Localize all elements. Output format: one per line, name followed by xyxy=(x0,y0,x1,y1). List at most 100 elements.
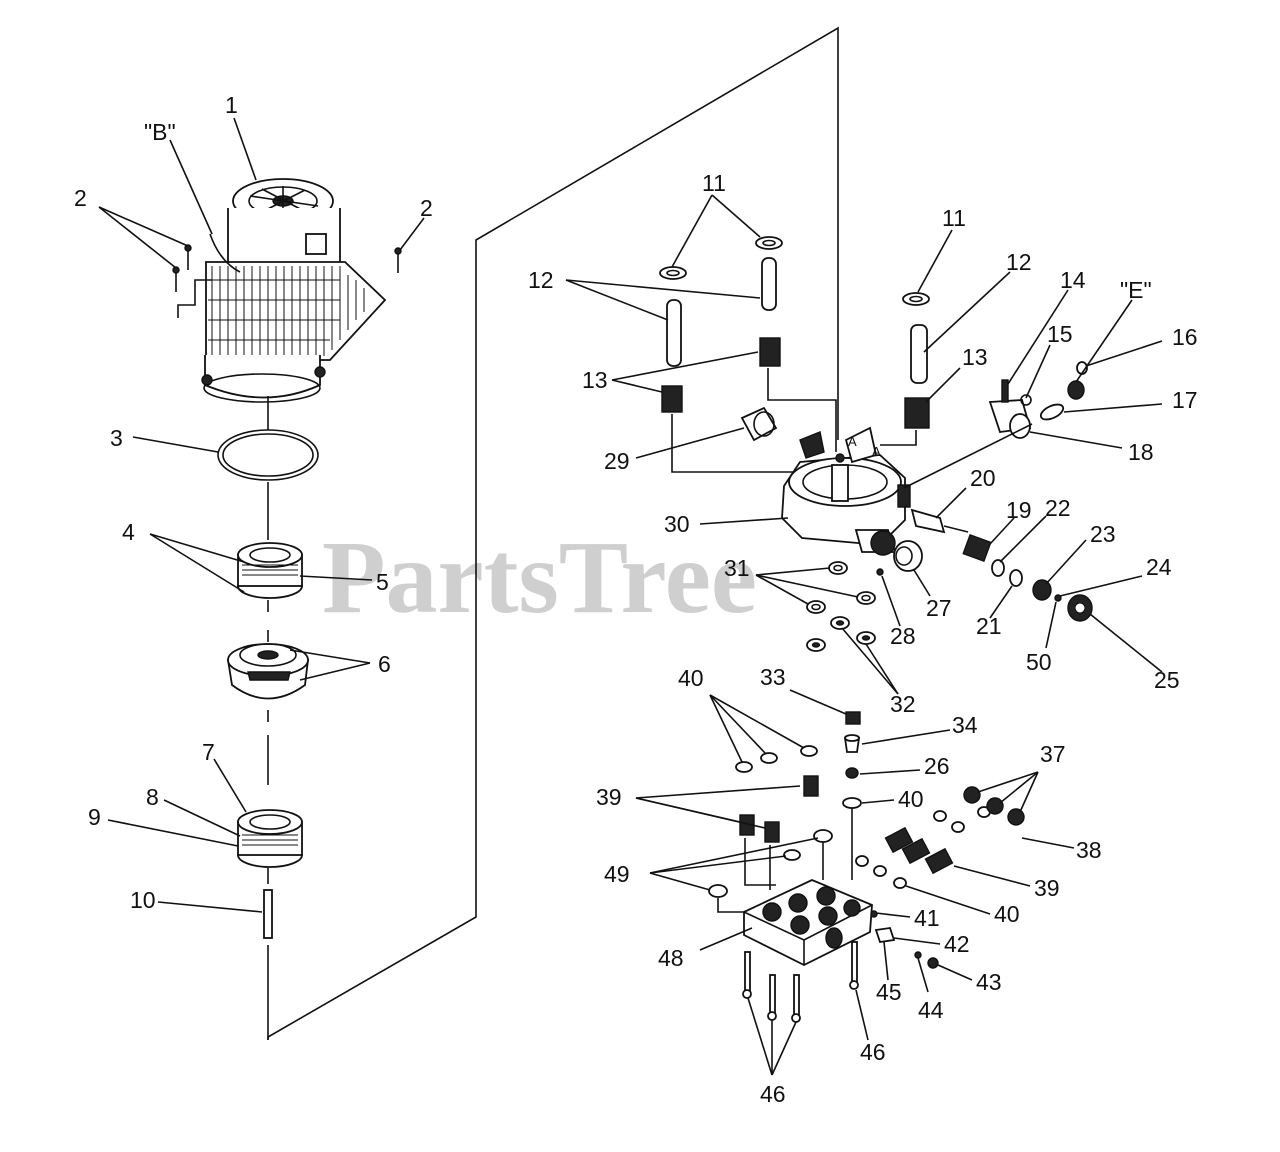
callout-8: 8 xyxy=(146,784,159,810)
ball-part-28 xyxy=(876,568,884,576)
callout-26: 26 xyxy=(924,753,950,779)
spring-part-13 xyxy=(661,337,930,429)
callout-17: 17 xyxy=(1172,387,1198,413)
callout-39-right: 39 xyxy=(1034,875,1060,901)
callout-32: 32 xyxy=(890,691,916,717)
ring-part-43 xyxy=(927,957,939,969)
callout-9: 9 xyxy=(88,804,101,830)
callout-b: "B" xyxy=(144,119,176,145)
callout-40-mid: 40 xyxy=(898,786,924,812)
callout-40-bottom: 40 xyxy=(994,901,1020,927)
nut-part-25 xyxy=(1067,594,1093,622)
callout-42: 42 xyxy=(944,931,970,957)
spring-part-37 xyxy=(884,786,1025,875)
watermark: PartsTree xyxy=(322,520,757,635)
callout-33: 33 xyxy=(760,664,786,690)
valve-part-39 xyxy=(739,775,819,843)
callout-12-right: 12 xyxy=(1006,249,1032,275)
plug-part-42 xyxy=(874,927,896,943)
callout-29: 29 xyxy=(604,448,630,474)
callout-13-right: 13 xyxy=(962,344,988,370)
callout-50: 50 xyxy=(1026,649,1052,675)
plug-part-33 xyxy=(845,711,861,725)
valve-part-20 xyxy=(910,508,969,534)
callout-27: 27 xyxy=(926,595,952,621)
callout-39-left: 39 xyxy=(596,784,622,810)
callout-11-right: 11 xyxy=(942,205,966,231)
leader-lines xyxy=(98,117,1163,1076)
seat-part-49 xyxy=(708,829,833,898)
washer-part-21 xyxy=(1009,569,1023,587)
callout-49: 49 xyxy=(604,861,630,887)
callout-23: 23 xyxy=(1090,521,1116,547)
seal-part-26 xyxy=(845,767,859,779)
callout-15: 15 xyxy=(1047,321,1073,347)
callout-20: 20 xyxy=(970,465,996,491)
swash-plate-part-6 xyxy=(226,643,310,700)
seal-part-29 xyxy=(740,406,778,442)
motor xyxy=(201,178,387,403)
callout-21: 21 xyxy=(976,613,1002,639)
callout-1: 1 xyxy=(225,92,238,118)
callout-2-right: 2 xyxy=(420,195,433,221)
callout-4: 4 xyxy=(122,519,135,545)
ring-part-11 xyxy=(659,236,930,306)
shaft-part-10 xyxy=(263,889,273,939)
washer-part-22 xyxy=(991,559,1005,577)
callout-30: 30 xyxy=(664,511,690,537)
manifold-part-48 xyxy=(743,879,873,967)
callout-11-left: 11 xyxy=(702,170,726,196)
cap-part-27 xyxy=(893,540,923,572)
callout-7: 7 xyxy=(202,739,215,765)
callout-31: 31 xyxy=(724,555,750,581)
fitting-part-34 xyxy=(843,734,861,753)
callout-43: 43 xyxy=(976,969,1002,995)
callout-46-right: 46 xyxy=(860,1039,886,1065)
callout-41: 41 xyxy=(914,905,940,931)
callout-28: 28 xyxy=(890,623,916,649)
callout-5: 5 xyxy=(376,569,389,595)
callout-2-left: 2 xyxy=(74,185,87,211)
callout-25: 25 xyxy=(1154,667,1180,693)
unloader-part-18 xyxy=(988,361,1088,439)
nut-part-23 xyxy=(1032,579,1052,601)
assembly-guides xyxy=(671,368,917,473)
port-label-a-1: A xyxy=(848,434,857,449)
ball-part-41 xyxy=(870,910,878,918)
callout-44: 44 xyxy=(918,997,944,1023)
callout-labels: 1 "B" 2 2 3 4 5 6 7 8 9 10 11 11 12 12 1… xyxy=(74,92,1198,1107)
callout-13-left: 13 xyxy=(582,367,608,393)
callout-24: 24 xyxy=(1146,554,1172,580)
callout-19: 19 xyxy=(1006,497,1032,523)
callout-e: "E" xyxy=(1120,277,1152,303)
callout-10: 10 xyxy=(130,887,156,913)
o-ring-part-3 xyxy=(217,429,319,481)
piston-part-12 xyxy=(666,257,928,384)
callout-18: 18 xyxy=(1128,439,1154,465)
callout-37: 37 xyxy=(1040,741,1066,767)
callout-48: 48 xyxy=(658,945,684,971)
bearing-part-4 xyxy=(237,542,303,599)
o-ring-part-40 xyxy=(735,745,991,889)
wire-b xyxy=(209,233,241,273)
bearing-part-7 xyxy=(237,809,303,868)
callout-40-top: 40 xyxy=(678,665,704,691)
spring-part-19 xyxy=(962,533,992,563)
callout-12-left: 12 xyxy=(528,267,554,293)
callout-14: 14 xyxy=(1060,267,1086,293)
ball-part-44 xyxy=(914,951,922,959)
washer-part-32 xyxy=(806,616,876,652)
callout-22: 22 xyxy=(1045,495,1071,521)
callout-16: 16 xyxy=(1172,324,1198,350)
callout-34: 34 xyxy=(952,712,978,738)
callout-46-bottom: 46 xyxy=(760,1081,786,1107)
pump-housing-part-30: A A xyxy=(781,426,911,556)
callout-38: 38 xyxy=(1076,837,1102,863)
callout-6: 6 xyxy=(378,651,391,677)
callout-45: 45 xyxy=(876,979,902,1005)
ball-part-24 xyxy=(1054,594,1062,602)
callout-3: 3 xyxy=(110,425,123,451)
port-label-a-2: A xyxy=(872,444,881,459)
